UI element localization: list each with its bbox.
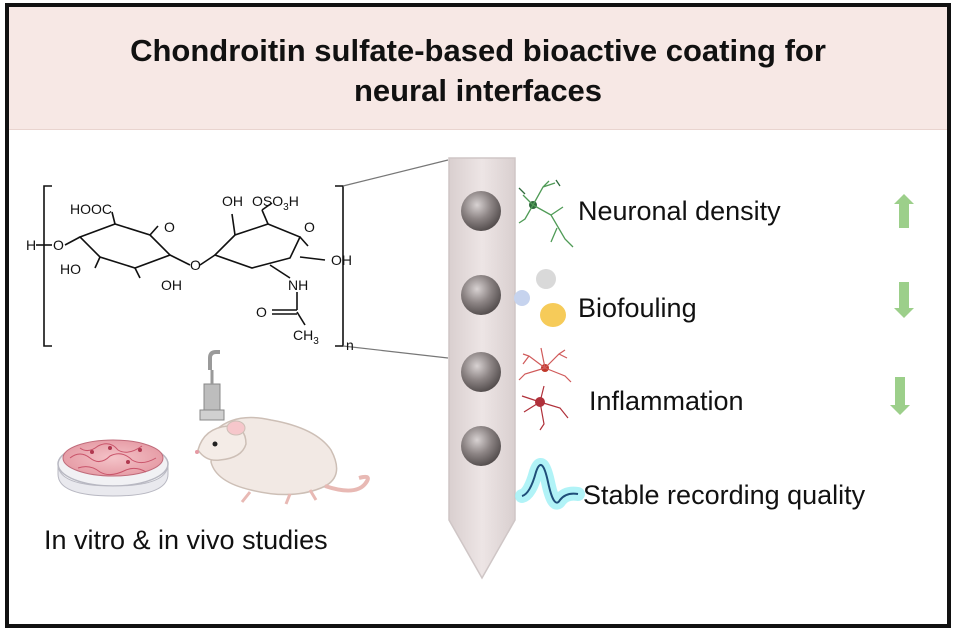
ring2-oxygen-label: O: [304, 219, 315, 235]
electrode-site-3: [461, 352, 501, 392]
neural-probe: [448, 157, 516, 580]
petri-dish-icon: [57, 439, 169, 497]
studies-label: In vitro & in vivo studies: [44, 525, 328, 555]
right-bracket: [335, 185, 344, 347]
o-left-label: O: [53, 237, 64, 253]
oh-top-label: OH: [222, 193, 243, 209]
decrease-arrow-icon: [890, 377, 910, 415]
sugar-ring-1: [78, 223, 172, 269]
h-terminal-label: H: [26, 237, 36, 253]
oh-bottom-label: OH: [161, 277, 182, 293]
glycosidic-o-label: O: [190, 257, 201, 273]
decrease-arrow-icon: [894, 282, 914, 318]
title-band: [9, 7, 947, 130]
effect-label-biofouling: Biofouling: [578, 293, 697, 323]
figure-title: Chondroitin sulfate-based bioactive coat…: [9, 31, 947, 111]
nh-label: NH: [288, 277, 308, 293]
repeat-n-label: n: [346, 337, 354, 353]
glial-cell-icon: [518, 347, 572, 431]
ring1-oxygen-label: O: [164, 219, 175, 235]
protein-blobs-icon: [514, 269, 566, 327]
ho-left-label: HO: [60, 261, 81, 277]
effect-label-inflammation: Inflammation: [589, 386, 744, 416]
waveform-icon: [515, 457, 585, 510]
oh-right-label: OH: [331, 252, 352, 268]
increase-arrow-icon: [894, 194, 914, 228]
rat-icon: [195, 350, 370, 505]
effect-label-recording-quality: Stable recording quality: [583, 480, 866, 510]
zoom-line-bottom: [342, 345, 449, 359]
title-line-1: Chondroitin sulfate-based bioactive coat…: [130, 33, 826, 68]
left-bracket: [43, 185, 52, 347]
electrode-site-1: [461, 191, 501, 231]
neuron-icon: [518, 179, 574, 248]
effect-label-neuronal-density: Neuronal density: [578, 196, 781, 226]
electrode-site-4: [461, 426, 501, 466]
electrode-site-2: [461, 275, 501, 315]
hooc-label: HOOC: [70, 201, 112, 217]
chondroitin-sulfate-structure: [36, 159, 449, 359]
carbonyl-o-label: O: [256, 304, 267, 320]
sugar-ring-2: [213, 223, 302, 269]
structure-labels: H O HOOC HO O OH O OH OSO3H O OH NH O CH…: [26, 193, 354, 353]
zoom-line-top: [342, 159, 449, 187]
ch3-label: CH3: [293, 327, 319, 347]
title-line-2: neural interfaces: [353, 73, 603, 108]
oso3h-label: OSO3H: [252, 193, 299, 213]
